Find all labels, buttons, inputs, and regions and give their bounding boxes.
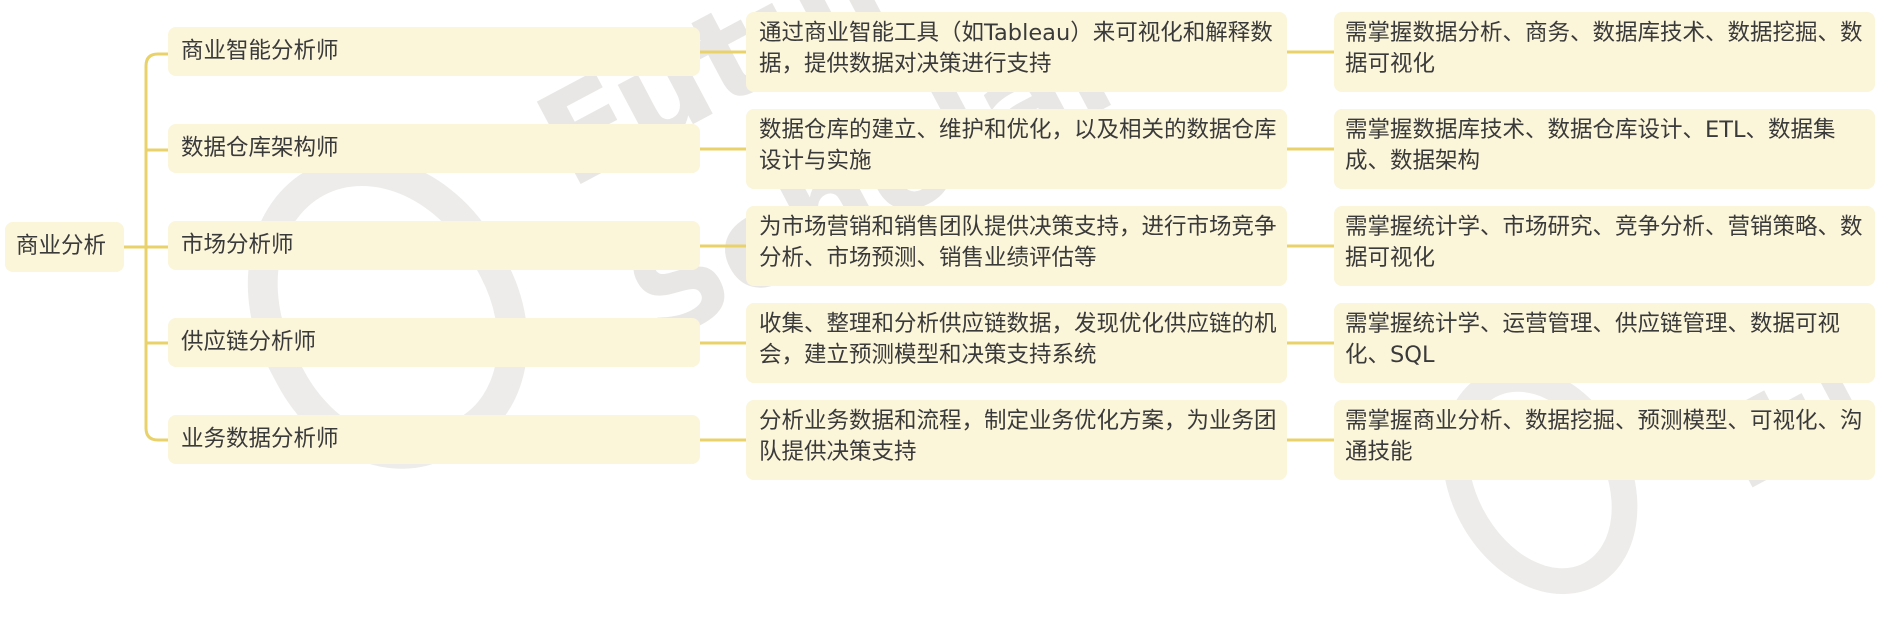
description-node[interactable]: 数据仓库的建立、维护和优化，以及相关的数据仓库设计与实施 [746,109,1287,189]
description-node[interactable]: 通过商业智能工具（如Tableau）来可视化和解释数据，提供数据对决策进行支持 [746,12,1287,92]
description-node[interactable]: 为市场营销和销售团队提供决策支持，进行市场竞争分析、市场预测、销售业绩评估等 [746,206,1287,286]
skills-node[interactable]: 需掌握统计学、运营管理、供应链管理、数据可视化、SQL [1334,303,1875,383]
connector-lines [122,50,1336,442]
skills-node[interactable]: 需掌握数据库技术、数据仓库设计、ETL、数据集成、数据架构 [1334,109,1875,189]
skills-node[interactable]: 需掌握数据分析、商务、数据库技术、数据挖掘、数据可视化 [1334,12,1875,92]
skills-node[interactable]: 需掌握商业分析、数据挖掘、预测模型、可视化、沟通技能 [1334,400,1875,480]
role-node[interactable]: 供应链分析师 [168,318,700,367]
description-node[interactable]: 分析业务数据和流程，制定业务优化方案，为业务团队提供决策支持 [746,400,1287,480]
skills-node[interactable]: 需掌握统计学、市场研究、竞争分析、营销策略、数据可视化 [1334,206,1875,286]
tree-trunk [144,52,170,442]
role-node[interactable]: 业务数据分析师 [168,415,700,464]
role-node[interactable]: 商业智能分析师 [168,27,700,76]
role-node[interactable]: 数据仓库架构师 [168,124,700,173]
description-node[interactable]: 收集、整理和分析供应链数据，发现优化供应链的机会，建立预测模型和决策支持系统 [746,303,1287,383]
root-node[interactable]: 商业分析 [5,222,124,272]
role-node[interactable]: 市场分析师 [168,221,700,270]
